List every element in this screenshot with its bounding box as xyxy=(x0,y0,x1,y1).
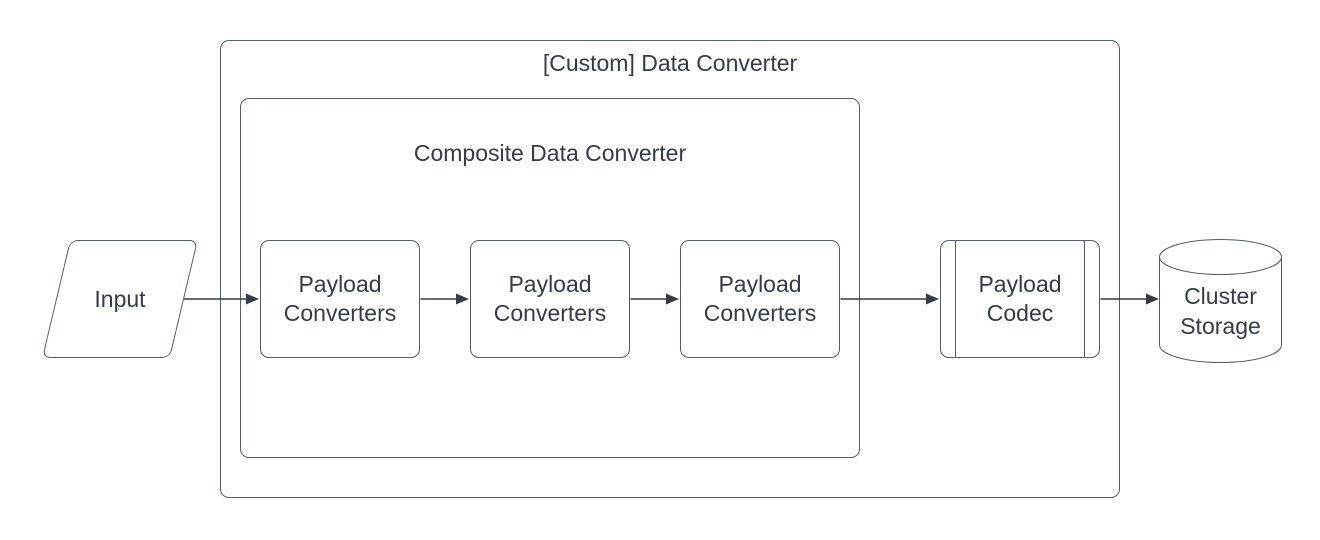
codec-right-bar xyxy=(1084,241,1085,357)
node-label-line: Converters xyxy=(493,300,607,326)
custom-data-converter-group xyxy=(220,40,1120,498)
payload-converters-node-1: Payload Converters xyxy=(260,240,420,358)
node-label-line: Storage xyxy=(1180,313,1261,339)
node-label-line: Converters xyxy=(703,300,817,326)
node-label-line: Payload xyxy=(508,271,592,297)
payload-codec-node: Payload Codec xyxy=(940,240,1100,358)
node-label-line: Cluster xyxy=(1184,283,1257,309)
arrowhead-icon xyxy=(1146,293,1159,305)
node-label-line: Payload xyxy=(718,271,802,297)
payload-converters-node-2: Payload Converters xyxy=(470,240,630,358)
input-node: Input xyxy=(42,240,198,358)
node-label-line: Payload xyxy=(978,271,1062,297)
node-label-line: Converters xyxy=(283,300,397,326)
codec-left-bar xyxy=(955,241,956,357)
input-node-label: Input xyxy=(94,285,146,312)
inner-group-title: Composite Data Converter xyxy=(413,140,687,166)
cluster-storage-node: Cluster Storage xyxy=(1159,252,1282,370)
composite-data-converter-group xyxy=(240,98,860,458)
outer-group-title: [Custom] Data Converter xyxy=(542,50,798,76)
payload-converters-node-3: Payload Converters xyxy=(680,240,840,358)
node-label-line: Codec xyxy=(986,300,1054,326)
node-label-line: Payload xyxy=(298,271,382,297)
